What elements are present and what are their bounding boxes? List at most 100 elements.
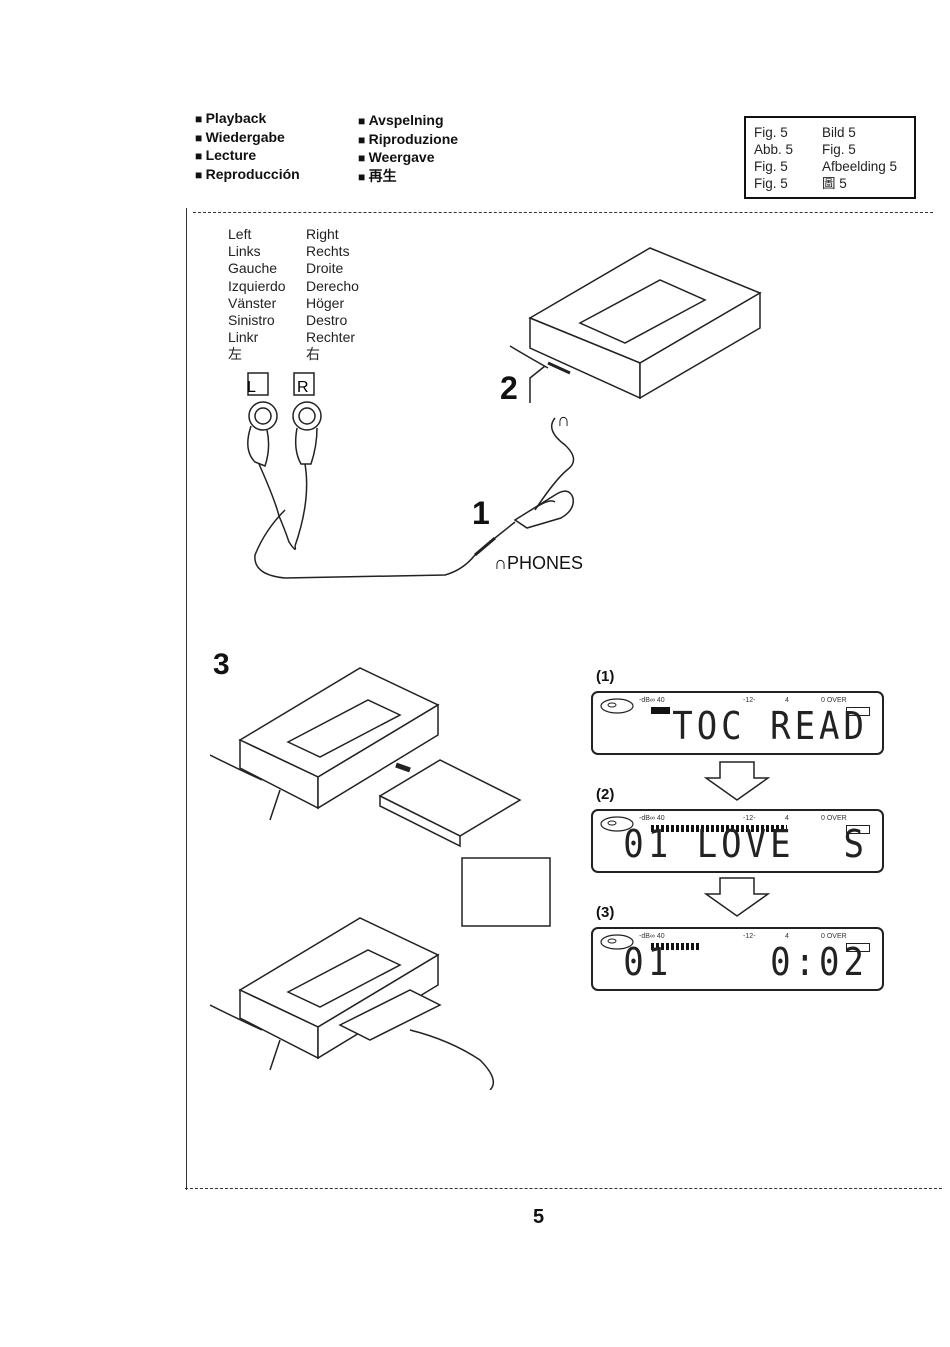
lcd-display-1: -dB∞ 40 -12- 4 0 OVER TOC READ — [591, 691, 884, 755]
lcd-display-2: -dB∞ 40 -12- 4 0 OVER 01 LOVE S — [591, 809, 884, 873]
hand — [409, 1029, 495, 1090]
db-label: -dB — [639, 815, 650, 822]
figure-ref: Fig. 5 — [822, 142, 856, 157]
right-label: Destro — [306, 312, 348, 329]
right-earbud — [292, 401, 322, 547]
top-rule — [193, 212, 933, 213]
lr-row: Vänster Höger — [228, 295, 359, 312]
down-arrow — [703, 877, 771, 917]
minidisc — [378, 759, 522, 837]
left-marker-box — [247, 372, 269, 396]
plug — [474, 536, 496, 557]
right-label: Rechter — [306, 329, 356, 346]
earphone-cable — [254, 509, 476, 579]
phones-label: ∩PHONES — [494, 553, 583, 574]
heading-item: 再生 — [358, 168, 458, 187]
left-label: Linkr — [228, 329, 259, 346]
figure-ref: Fig. 5 — [754, 159, 788, 174]
scale-40: 40 — [656, 815, 665, 822]
level-meter — [651, 943, 741, 950]
scale-4: 4 — [785, 933, 789, 940]
level-meter-fill — [651, 707, 671, 714]
left-marker-letter: L — [247, 379, 256, 396]
disc-icon — [600, 934, 634, 950]
scale-4: 4 — [785, 697, 789, 704]
level-meter — [651, 825, 787, 832]
scale-12: -12- — [743, 697, 756, 704]
lr-row: Left Right — [228, 226, 359, 243]
left-label: Links — [228, 243, 261, 260]
heading-item: Lecture — [195, 147, 300, 166]
heading-item: Playback — [195, 110, 300, 129]
left-label: Left — [228, 226, 252, 242]
heading-item: Wiedergabe — [195, 129, 300, 148]
step-1-number: 1 — [472, 495, 490, 531]
disc-icon — [600, 816, 634, 832]
insert-arrow — [395, 762, 411, 773]
scale-40: 40 — [656, 933, 665, 940]
display-text: 01 LOVE S — [623, 822, 868, 867]
page-number: 5 — [533, 1206, 545, 1228]
earphones-illustration: L R — [247, 372, 575, 579]
infinity-symbol: ∞ — [649, 815, 655, 822]
display-label: (1) — [596, 668, 615, 685]
step-2-number: 2 — [500, 370, 518, 406]
right-label: 右 — [306, 346, 320, 363]
left-label: 左 — [228, 346, 242, 363]
right-label: Droite — [306, 260, 344, 277]
display-label: (3) — [596, 904, 615, 921]
db-label: -dB — [639, 697, 650, 704]
down-arrow — [703, 761, 771, 801]
lr-row: Links Rechts — [228, 243, 359, 260]
figure-ref: Fig. 5 — [754, 176, 788, 191]
db-scale: -dB∞ 40 — [639, 697, 665, 704]
scale-over: 0 OVER — [821, 697, 847, 704]
heading-list-left: Playback Wiedergabe Lecture Reproducción — [195, 110, 300, 184]
right-label: Rechts — [306, 243, 350, 260]
scale-12: -12- — [743, 933, 756, 940]
lr-row: Izquierdo Derecho — [228, 278, 359, 295]
battery-icon — [846, 707, 870, 716]
heading-item: Avspelning — [358, 112, 458, 131]
right-marker-letter: R — [297, 379, 309, 396]
headphone-icon: ∩ — [557, 410, 570, 430]
scale-12: -12- — [743, 815, 756, 822]
scale-over: 0 OVER — [821, 933, 847, 940]
figure-ref-row: Fig. 5 Bild 5 — [754, 124, 914, 141]
heading-list-right: Avspelning Riproduzione Weergave 再生 — [358, 112, 458, 186]
figure-ref: Bild 5 — [822, 125, 856, 140]
left-rule — [186, 208, 187, 1190]
right-label: Höger — [306, 294, 345, 311]
display-label: (2) — [596, 786, 615, 803]
figure-ref: Fig. 5 — [754, 125, 788, 140]
infinity-symbol: ∞ — [649, 697, 655, 704]
lr-row: Linkr Rechter — [228, 329, 359, 346]
right-label: Right — [306, 226, 339, 242]
level-meter-fill — [651, 943, 701, 950]
infinity-symbol: ∞ — [649, 933, 655, 940]
minidisc-inserted — [338, 989, 442, 1041]
level-meter-fill — [651, 825, 787, 832]
insert-disc-illustration — [210, 667, 551, 1090]
db-label: -dB — [639, 933, 650, 940]
remote-cable — [534, 417, 575, 511]
figure-ref: Abb. 5 — [754, 142, 794, 157]
right-marker-box — [293, 372, 315, 396]
display-text: TOC READ — [672, 704, 868, 749]
db-scale: -dB∞ 40 — [639, 815, 665, 822]
left-label: Izquierdo — [228, 277, 286, 294]
figure-ref-row: Abb. 5 Fig. 5 — [754, 141, 914, 158]
heading-item: Riproduzione — [358, 131, 458, 150]
lr-row: 左右 — [228, 346, 359, 363]
left-earbud — [247, 401, 280, 517]
left-label: Vänster — [228, 294, 277, 311]
remote-control — [513, 490, 574, 529]
right-label: Derecho — [306, 277, 359, 294]
battery-icon — [846, 943, 870, 952]
